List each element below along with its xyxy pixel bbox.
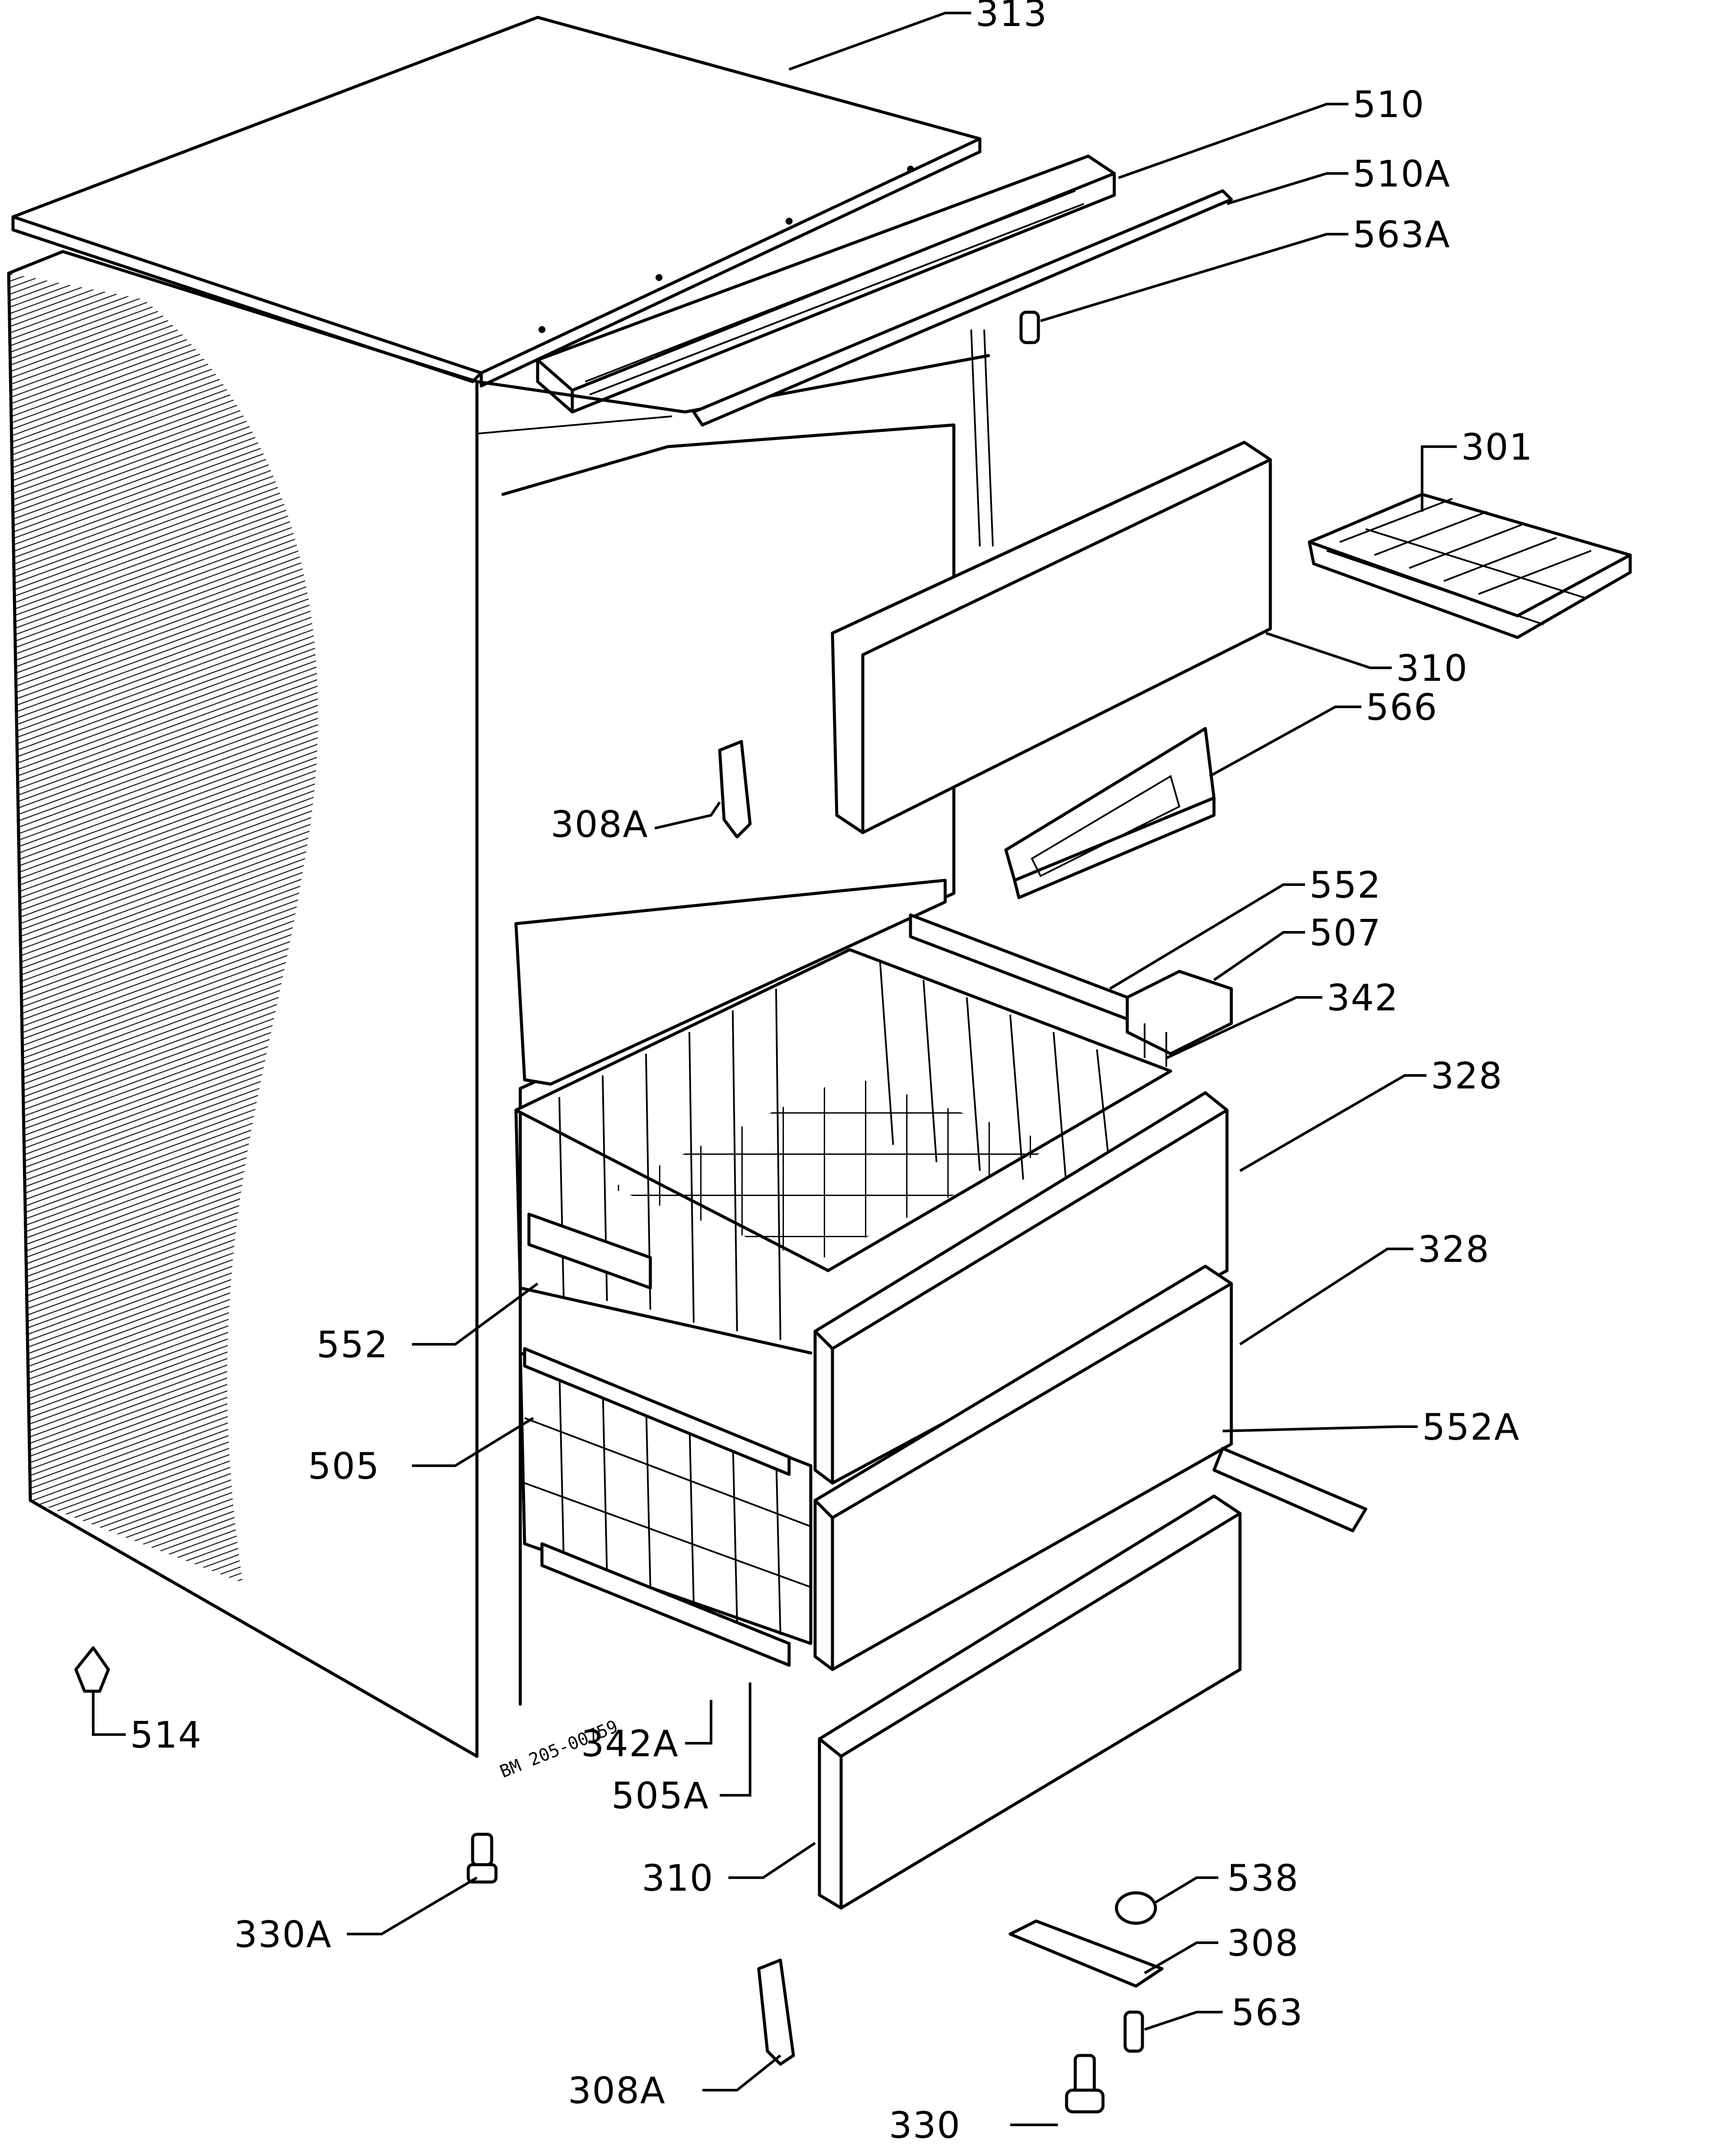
part-labels: 313 510 510A 563A 301 310 566 308A 552 5…	[130, 0, 1533, 2147]
label-563: 563	[1231, 1991, 1303, 2034]
label-514: 514	[130, 1714, 202, 1756]
drawer-front-upper	[813, 1091, 1229, 1485]
label-328-upper: 328	[1431, 1055, 1503, 1097]
cap-538	[1115, 1891, 1157, 1925]
drawer-front-lower	[813, 1265, 1233, 1671]
label-505: 505	[308, 1445, 380, 1487]
leader-lines	[92, 12, 1457, 2126]
label-310-lower: 310	[642, 1857, 714, 1899]
label-507: 507	[1309, 912, 1381, 954]
label-328-lower: 328	[1418, 1228, 1490, 1271]
ice-cube-tray	[1308, 493, 1632, 639]
rail-552-left	[527, 1212, 652, 1290]
label-552-upper: 552	[1309, 864, 1381, 906]
label-308a-upper: 308A	[551, 803, 649, 846]
screw-330a	[467, 1833, 498, 1884]
label-510a: 510A	[1353, 153, 1451, 195]
clip-507	[1126, 970, 1233, 1067]
label-510: 510	[1353, 83, 1425, 126]
label-538: 538	[1227, 1857, 1299, 1899]
hinge-plate-308	[1008, 1919, 1164, 1988]
foot-514	[74, 1646, 110, 1693]
upper-wire-basket	[514, 948, 1172, 1355]
label-342: 342	[1327, 977, 1399, 1019]
label-552-left: 552	[317, 1323, 388, 1366]
rail-505a	[540, 1542, 791, 1667]
pin-563	[1123, 2010, 1144, 2053]
rail-505	[523, 1347, 791, 1476]
top-cover-panel	[11, 16, 982, 388]
label-310-upper: 310	[1396, 647, 1468, 689]
label-566: 566	[1366, 686, 1438, 729]
screw-330	[1065, 2054, 1105, 2114]
label-313: 313	[976, 0, 1047, 35]
label-563a: 563A	[1353, 213, 1451, 256]
hinge-bracket-upper	[718, 740, 752, 839]
label-342a: 342A	[581, 1722, 679, 1765]
hinge-strip	[536, 154, 1116, 414]
inner-compartment-flap	[514, 879, 947, 1086]
upper-flap	[831, 441, 1272, 834]
label-552a: 552A	[1422, 1406, 1520, 1448]
handle-566	[1004, 727, 1216, 899]
pin-563a	[1019, 310, 1040, 344]
bottom-flap	[818, 1494, 1242, 1910]
cover-strip	[692, 189, 1233, 427]
label-330a: 330A	[234, 1913, 332, 1956]
label-505a: 505A	[611, 1774, 709, 1817]
label-308a-lower: 308A	[568, 2069, 666, 2112]
label-301: 301	[1461, 426, 1533, 468]
label-330: 330	[889, 2104, 961, 2147]
strip-552a	[1212, 1447, 1367, 1532]
label-308: 308	[1227, 1922, 1299, 1964]
hinge-bracket-lower	[757, 1958, 795, 2066]
